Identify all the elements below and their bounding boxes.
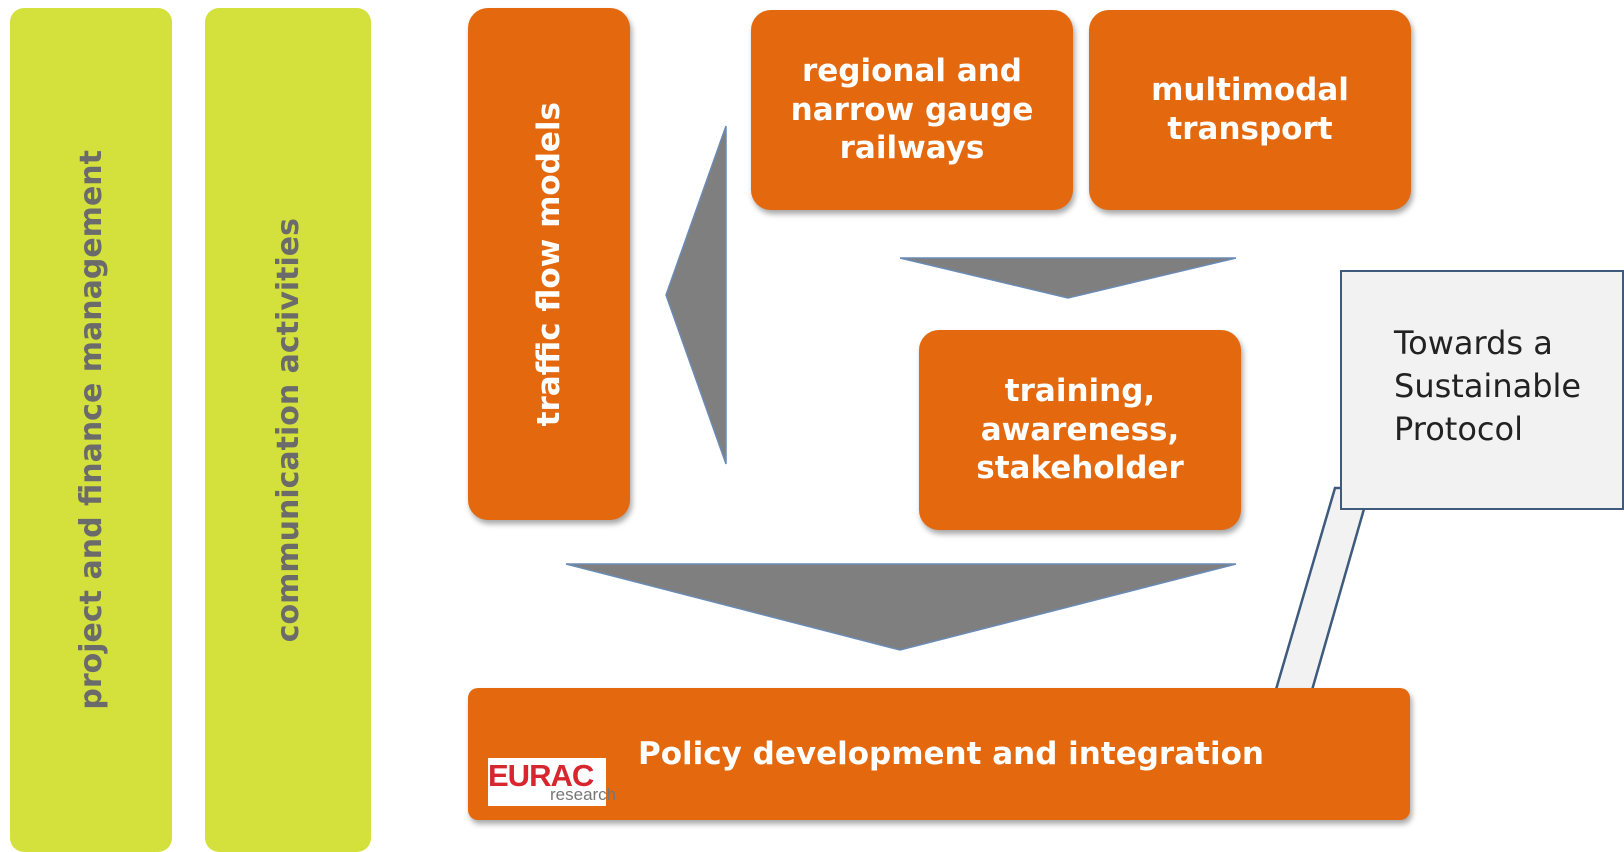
eurac-logo-text: EURAC [488, 758, 594, 793]
training-awareness-label: training, awareness, stakeholder [976, 372, 1184, 487]
project-finance-bar: project and finance management [10, 8, 172, 852]
regional-railways-label: regional and narrow gauge railways [790, 52, 1034, 167]
policy-development-label: Policy development and integration [638, 735, 1264, 772]
eurac-logo-subtext: research [550, 785, 617, 804]
traffic-flow-models-box: traffic flow models [468, 8, 630, 520]
communication-bar: communication activities [205, 8, 371, 852]
multimodal-transport-box: multimodal transport [1089, 10, 1411, 210]
training-awareness-box: training, awareness, stakeholder [919, 330, 1241, 530]
regional-railways-box: regional and narrow gauge railways [751, 10, 1073, 210]
left-arrow [665, 125, 727, 465]
policy-development-box: Policy development and integration [468, 688, 1410, 820]
multimodal-transport-label: multimodal transport [1151, 72, 1349, 147]
down-arrow-large [565, 563, 1237, 651]
down-arrow-small [899, 257, 1237, 299]
callout-text: Towards a Sustainable Protocol [1394, 324, 1582, 449]
traffic-flow-models-label: traffic flow models [530, 101, 567, 427]
sustainable-protocol-callout: Towards a Sustainable Protocol [1340, 270, 1624, 510]
eurac-logo: EURAC research [488, 758, 616, 806]
